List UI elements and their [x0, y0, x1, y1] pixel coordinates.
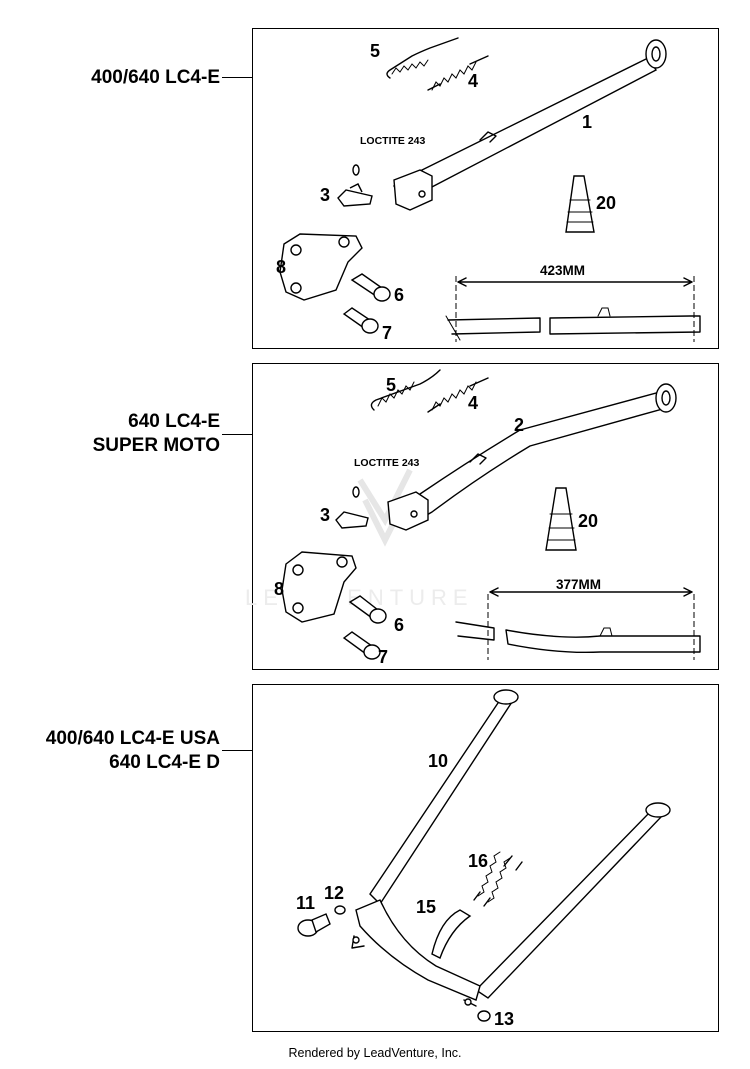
callout-13: 13: [494, 1009, 515, 1029]
bracket-part-8: [279, 233, 363, 301]
spring-part-5: [386, 37, 459, 79]
model-leader-line: [222, 750, 252, 751]
loctite-bottle-part-20: [565, 175, 595, 233]
model-label-panel-1: 400/640 LC4-E: [20, 66, 220, 90]
callout-10: 10: [428, 751, 449, 771]
screw-part-6: [350, 273, 391, 302]
clip-part-15: [431, 909, 472, 959]
spring-part-4: [427, 55, 489, 91]
callout-3: 3: [320, 185, 331, 205]
screw-part-7: [342, 631, 381, 660]
model-label-panel-3: 400/640 LC4-E USA 640 LC4-E D: [20, 727, 220, 775]
model-label-panel-2: 640 LC4-E SUPER MOTO: [20, 410, 220, 458]
model-leader-line: [222, 434, 252, 435]
callout-5: 5: [370, 41, 381, 61]
loctite-label: LOCTITE 243: [360, 135, 426, 147]
callout-6: 6: [394, 285, 405, 305]
model-line: 400/640 LC4-E: [91, 67, 220, 88]
callout-5: 5: [386, 375, 397, 395]
callout-1: 1: [582, 112, 593, 132]
callout-7: 7: [378, 647, 389, 667]
callout-12: 12: [324, 883, 345, 903]
side-stand-part-1: [393, 39, 667, 211]
callout-3: 3: [320, 505, 331, 525]
model-leader-line: [222, 77, 252, 78]
diagram-panel-1: [252, 28, 719, 349]
measurement-label: 377MM: [556, 577, 602, 592]
model-line: 640 LC4-E D: [109, 752, 220, 773]
callout-11: 11: [296, 893, 316, 913]
model-line: 400/640 LC4-E USA: [45, 728, 220, 749]
callout-7: 7: [382, 323, 393, 343]
callout-4: 4: [468, 71, 479, 91]
callout-8: 8: [276, 257, 287, 277]
footer-credit: Rendered by LeadVenture, Inc.: [288, 1046, 462, 1060]
callout-4: 4: [468, 393, 479, 413]
bolt-part-3: [337, 164, 373, 207]
side-stand-part-2: [387, 383, 677, 531]
spring-part-5: [370, 369, 441, 411]
screw-part-7: [342, 307, 379, 334]
nut-part-13: [477, 1010, 491, 1022]
callout-20: 20: [596, 193, 617, 213]
measurement-label: 423MM: [540, 263, 586, 278]
loctite-label: LOCTITE 243: [354, 457, 420, 469]
model-line: SUPER MOTO: [92, 435, 220, 456]
callout-2: 2: [514, 415, 525, 435]
center-stand-part-10: [351, 689, 671, 1007]
loctite-bottle-part-20: [545, 487, 577, 551]
measurement-diagram-1: [445, 276, 701, 342]
knob-part-11: [297, 913, 331, 937]
washer-part-12: [334, 905, 346, 915]
springs-part-16: [473, 851, 523, 907]
callout-15: 15: [416, 897, 437, 917]
bolt-part-3: [335, 486, 369, 529]
measurement-diagram-2: [455, 587, 701, 660]
callout-20: 20: [578, 511, 599, 531]
model-line: 640 LC4-E: [128, 411, 220, 432]
callout-6: 6: [394, 615, 405, 635]
callout-8: 8: [274, 579, 285, 599]
callout-16: 16: [468, 851, 489, 871]
bracket-part-8: [281, 551, 357, 623]
spring-part-4: [427, 377, 489, 413]
screw-part-6: [348, 595, 387, 624]
